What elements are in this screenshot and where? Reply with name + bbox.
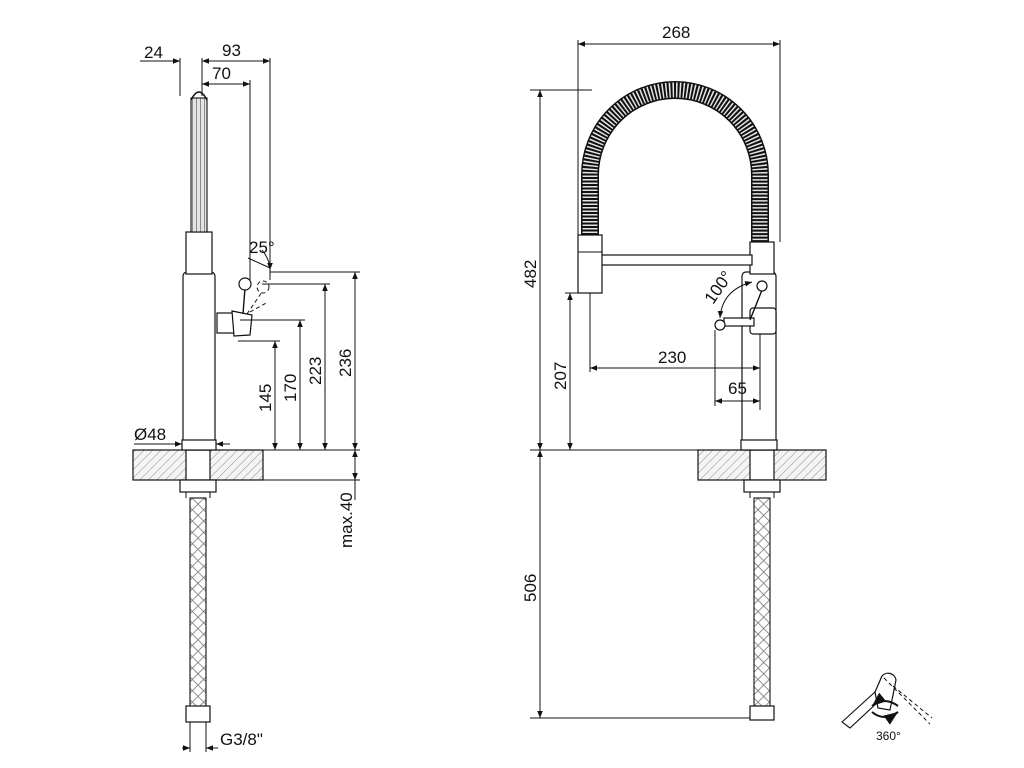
- front-base-collar: [740, 439, 778, 451]
- front-dim-482: 482: [521, 260, 540, 288]
- side-dim-170: 170: [281, 374, 300, 402]
- front-spray-arm: [599, 254, 753, 266]
- front-dim-100deg: 100°: [701, 268, 737, 308]
- side-dim-93: 93: [222, 41, 241, 60]
- side-dim-d48: Ø48: [134, 425, 166, 444]
- side-lever-knob: [238, 277, 252, 291]
- side-dim-25deg: 25°: [249, 238, 275, 257]
- front-hose-fitting: [749, 705, 775, 721]
- front-lever-handle: [723, 317, 755, 327]
- side-base-collar: [181, 439, 217, 451]
- side-dim-70: 70: [212, 64, 231, 83]
- front-mount-nut: [743, 479, 781, 493]
- rotation-label: 360°: [876, 729, 901, 743]
- front-view: 100° 268 482 207 230 65 506: [521, 23, 827, 721]
- rotation-360-icon: 360°: [841, 672, 933, 743]
- side-hose-fitting: [185, 705, 211, 723]
- side-mount-nut: [179, 479, 217, 493]
- side-faucet-body: [182, 271, 216, 451]
- front-spray-head: [577, 234, 603, 294]
- side-dim-max40: max.40: [337, 492, 356, 548]
- side-coiled-spring: [190, 97, 208, 233]
- front-dim-506: 506: [521, 574, 540, 602]
- side-view: 24 93 70 25° 145 170 223 236 Ø48 max.40: [132, 41, 360, 752]
- side-spray-head: [185, 231, 213, 275]
- front-upper-block: [749, 241, 775, 275]
- side-mount-shank: [185, 449, 211, 481]
- front-dim-230: 230: [658, 348, 686, 367]
- side-dim-223: 223: [306, 357, 325, 385]
- front-dim-65: 65: [728, 379, 747, 398]
- front-lever-knob: [714, 319, 726, 331]
- side-dim-24: 24: [144, 43, 163, 62]
- front-dim-207: 207: [551, 362, 570, 390]
- side-dim-236: 236: [336, 349, 355, 377]
- front-mount-shank: [749, 449, 775, 481]
- front-supply-hose: [753, 497, 771, 707]
- side-supply-hose: [189, 497, 207, 711]
- side-dim-145: 145: [256, 384, 275, 412]
- side-dim-g38: G3/8": [220, 730, 263, 749]
- front-dim-268: 268: [662, 23, 690, 42]
